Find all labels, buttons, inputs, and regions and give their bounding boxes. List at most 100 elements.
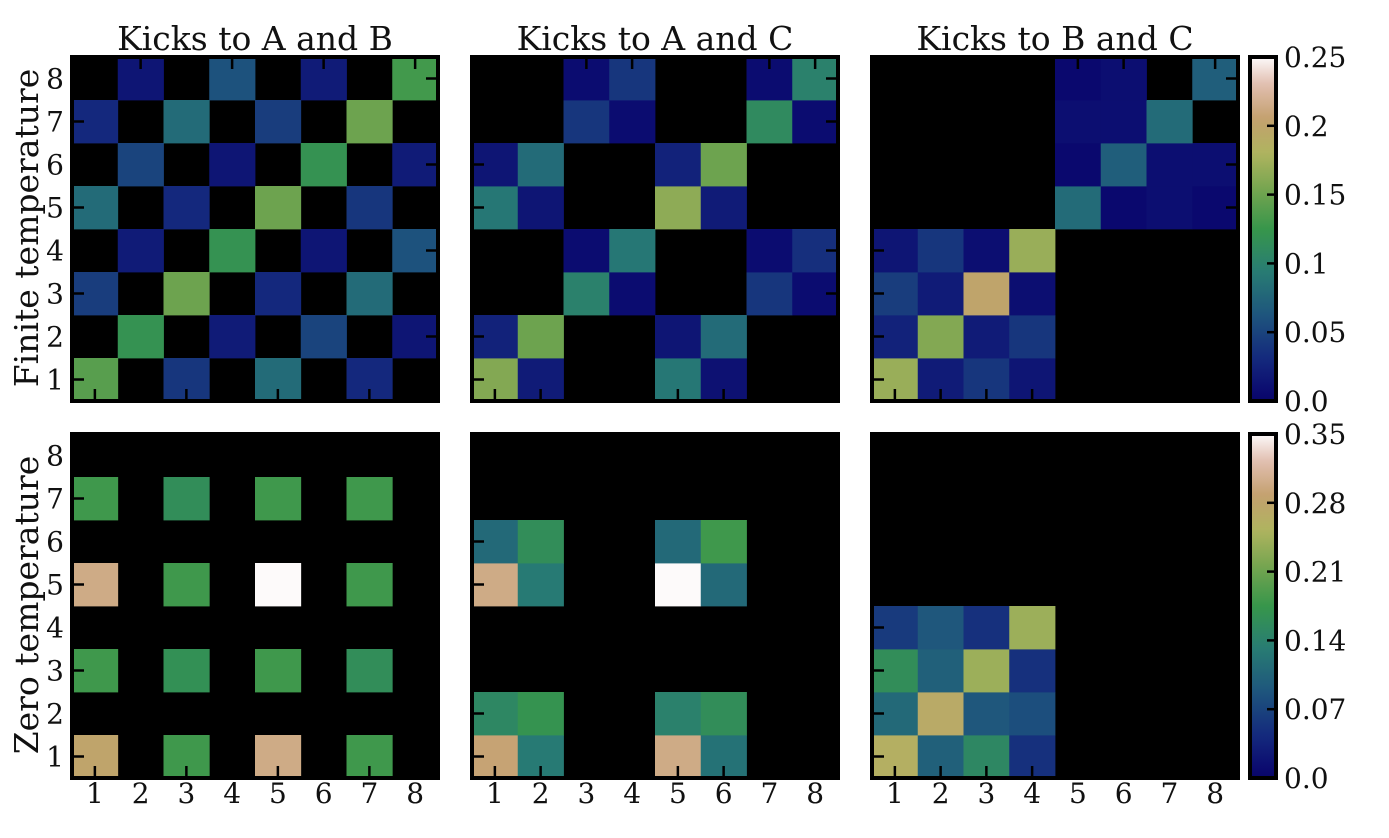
- colorbar-tick-label: 0.28: [1284, 487, 1346, 520]
- heatmap-cell-x5-y7: [1055, 100, 1102, 144]
- heatmap-cell-x5-y5: [255, 186, 302, 230]
- heatmap-cell-x2-y3: [917, 272, 964, 316]
- heatmap-cell-x6-y6: [300, 143, 347, 187]
- heatmap-cell-x2-y4: [917, 606, 964, 650]
- row-label-zero: Zero temperature: [7, 456, 46, 755]
- heatmap-cell-x2-y6: [517, 143, 564, 187]
- heatmap-cell-x7-y5: [346, 563, 393, 607]
- x-tick-label-8: 8: [806, 777, 824, 810]
- heatmap-cell-x5-y5: [1055, 186, 1102, 230]
- x-tick-label-2: 2: [132, 777, 150, 810]
- heatmap-cell-x3-y7: [163, 100, 210, 144]
- colorbar-tick-label: 0.2: [1284, 110, 1329, 143]
- x-tick-label-7: 7: [760, 777, 778, 810]
- heatmap-cell-x3-y5: [163, 186, 210, 230]
- heatmap-cell-x5-y5: [655, 563, 702, 607]
- colorbar-tick-label: 0.0: [1284, 762, 1329, 795]
- heatmap-cell-x4-y4: [1009, 606, 1056, 650]
- heatmap-cell-x4-y7: [609, 100, 656, 144]
- heatmap-cell-x3-y3: [963, 649, 1010, 693]
- heatmap-finite-kicks-a-c: [470, 55, 840, 403]
- heatmap-cell-x3-y3: [163, 272, 210, 316]
- colorbar-tick-label: 0.05: [1284, 316, 1346, 349]
- x-tick-label-4: 4: [623, 777, 641, 810]
- x-tick-label-3: 3: [177, 777, 195, 810]
- x-tick-label-6: 6: [315, 777, 333, 810]
- y-tick-label-5: 5: [46, 192, 64, 225]
- colorbar-tick-label: 0.07: [1284, 693, 1346, 726]
- heatmap-cell-x2-y2: [917, 315, 964, 359]
- heatmap-cell-x6-y2: [700, 692, 747, 736]
- heatmap-cell-x7-y7: [346, 477, 393, 521]
- title-kicks-a-c: Kicks to A and C: [517, 19, 794, 58]
- heatmap-cell-x2-y2: [517, 692, 564, 736]
- colorbar-finite: 0.00.050.10.150.20.25: [1248, 41, 1346, 418]
- heatmap-cell-x5-y6: [655, 143, 702, 187]
- heatmap-cell-x5-y5: [255, 563, 302, 607]
- heatmap-cell-x4-y3: [1009, 272, 1056, 316]
- heatmap-cell-x6-y5: [1100, 186, 1147, 230]
- y-tick-label-1: 1: [46, 364, 64, 397]
- heatmap-cell-x5-y5: [655, 186, 702, 230]
- heatmap-cell-x6-y2: [300, 315, 347, 359]
- y-tick-label-7: 7: [46, 106, 64, 139]
- x-tick-label-6: 6: [1115, 777, 1133, 810]
- heatmap-cell-x5-y7: [255, 477, 302, 521]
- heatmap-cell-x2-y4: [117, 229, 164, 273]
- colorbar-tick-label: 0.1: [1284, 247, 1329, 280]
- panel-frame: [70, 432, 440, 780]
- heatmap-zero-kicks-b-c: [870, 432, 1240, 780]
- heatmap-cell-x2-y2: [917, 692, 964, 736]
- x-tick-label-8: 8: [1206, 777, 1224, 810]
- x-tick-label-6: 6: [715, 777, 733, 810]
- y-tick-label-8: 8: [46, 440, 64, 473]
- heatmap-cell-x2-y6: [517, 520, 564, 564]
- panel-frame: [470, 432, 840, 780]
- heatmap-cell-x4-y2: [209, 315, 256, 359]
- heatmap-cell-x2-y4: [917, 229, 964, 273]
- x-tick-label-4: 4: [223, 777, 241, 810]
- heatmap-cell-x7-y5: [1146, 186, 1193, 230]
- colorbar-tick-label: 0.0: [1284, 385, 1329, 418]
- heatmap-cell-x6-y6: [1100, 143, 1147, 187]
- heatmap-cell-x3-y3: [163, 649, 210, 693]
- heatmap-cell-x6-y2: [700, 315, 747, 359]
- colorbar-tick-label: 0.15: [1284, 179, 1346, 212]
- heatmap-cell-x3-y2: [963, 692, 1010, 736]
- title-kicks-a-b: Kicks to A and B: [117, 19, 393, 58]
- y-tick-label-6: 6: [46, 526, 64, 559]
- colorbar-tick-label: 0.21: [1284, 556, 1346, 589]
- heatmap-cell-x4-y4: [209, 229, 256, 273]
- y-tick-label-1: 1: [46, 741, 64, 774]
- heatmap-cell-x3-y4: [563, 229, 610, 273]
- heatmap-cell-x7-y6: [1146, 143, 1193, 187]
- heatmap-cell-x7-y7: [1146, 100, 1193, 144]
- heatmap-cell-x5-y6: [655, 520, 702, 564]
- y-tick-label-2: 2: [46, 321, 64, 354]
- y-tick-label-8: 8: [46, 63, 64, 96]
- heatmap-cell-x4-y2: [1009, 315, 1056, 359]
- x-tick-label-1: 1: [486, 777, 504, 810]
- heatmap-cell-x4-y4: [1009, 229, 1056, 273]
- heatmap-cell-x5-y2: [655, 315, 702, 359]
- x-tick-label-1: 1: [86, 777, 104, 810]
- heatmap-cell-x4-y4: [609, 229, 656, 273]
- heatmap-cell-x6-y4: [300, 229, 347, 273]
- x-tick-label-3: 3: [977, 777, 995, 810]
- y-tick-label-4: 4: [46, 235, 64, 268]
- y-tick-label-3: 3: [46, 278, 64, 311]
- heatmap-cell-x2-y6: [117, 143, 164, 187]
- heatmap-cell-x3-y7: [163, 477, 210, 521]
- heatmap-cell-x2-y3: [917, 649, 964, 693]
- title-kicks-b-c: Kicks to B and C: [916, 19, 1193, 58]
- heatmap-cell-x2-y2: [117, 315, 164, 359]
- colorbar-tick-label: 0.35: [1284, 418, 1346, 451]
- x-tick-label-1: 1: [886, 777, 904, 810]
- heatmap-cell-x7-y5: [346, 186, 393, 230]
- y-tick-label-2: 2: [46, 698, 64, 731]
- heatmap-cell-x7-y7: [346, 100, 393, 144]
- heatmap-cell-x7-y3: [346, 272, 393, 316]
